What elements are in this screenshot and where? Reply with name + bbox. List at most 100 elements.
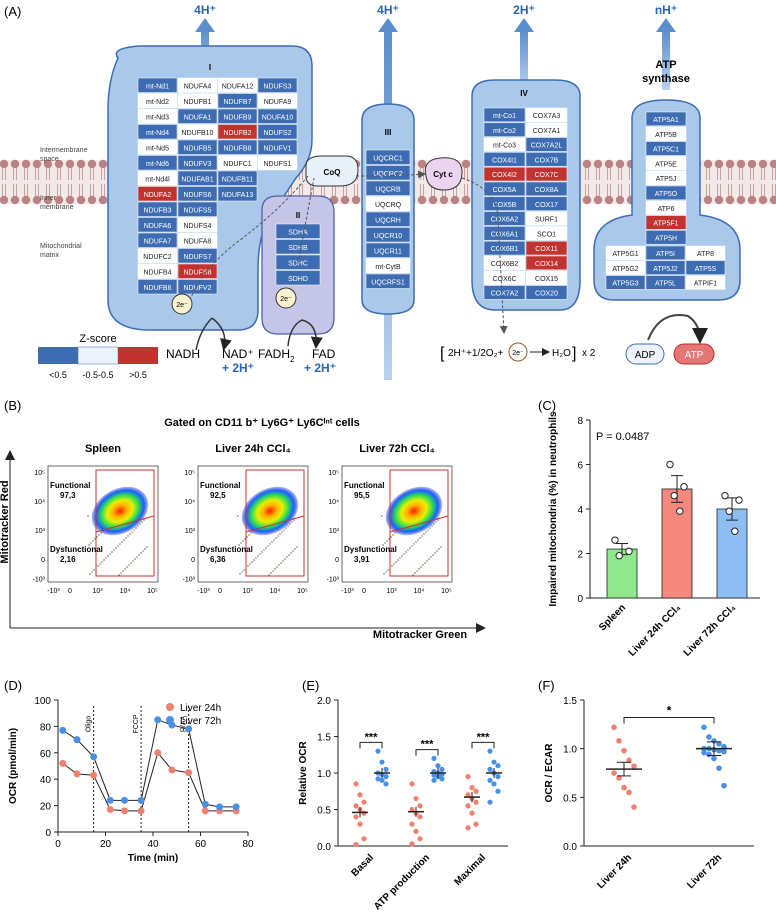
e-data-point bbox=[465, 774, 471, 780]
lipid-head bbox=[615, 195, 625, 205]
subunit-label: UQCRQ bbox=[375, 202, 402, 209]
c-y-tick-label: 4 bbox=[577, 505, 583, 516]
e-data-point bbox=[465, 825, 471, 831]
subunit-label: ATP5I bbox=[656, 251, 675, 258]
flow-event-dot bbox=[285, 527, 287, 529]
c-data-point bbox=[611, 536, 619, 544]
zscore-label-low: <0.5 bbox=[49, 370, 67, 380]
flow-event-dot bbox=[93, 569, 95, 571]
flow-y-tick: 10⁴ bbox=[184, 499, 195, 506]
f-data-point bbox=[716, 765, 722, 771]
subunit-label: COX5B bbox=[493, 202, 517, 209]
functional-label: Functional bbox=[50, 481, 90, 490]
flow-event-dot bbox=[247, 565, 249, 567]
subunit-cell bbox=[525, 255, 568, 271]
flow-event-dot bbox=[416, 570, 418, 572]
f-data-point bbox=[701, 749, 707, 756]
d-data-point bbox=[137, 807, 145, 815]
functional-label: Functional bbox=[344, 481, 384, 490]
subunit-cell bbox=[483, 226, 526, 241]
lipid-head bbox=[747, 159, 757, 169]
subunit-cell bbox=[645, 245, 686, 261]
d-injection-label: R/AA bbox=[181, 716, 188, 733]
proton-arrow-atp bbox=[662, 30, 670, 90]
subunit-label: NDUFS8 bbox=[183, 270, 211, 277]
subunit-label: COX8A bbox=[535, 187, 559, 194]
subunit-label: NDUFA4 bbox=[184, 84, 212, 91]
fadh2-proton-label: + 2H⁺ bbox=[304, 361, 336, 375]
fadh2-subscript: 2 bbox=[290, 355, 295, 364]
zscore-label-high: >0.5 bbox=[129, 370, 147, 380]
atp-pill bbox=[673, 343, 715, 365]
d-legend-swatch bbox=[166, 703, 174, 711]
subunit-cell bbox=[177, 155, 218, 171]
flow-event-dot bbox=[430, 556, 432, 558]
flow-xlabel: Mitotracker Green bbox=[373, 629, 467, 641]
subunit-cell bbox=[177, 108, 218, 124]
flow-x-tick: 10⁴ bbox=[120, 588, 131, 595]
flow-event-dot bbox=[127, 535, 129, 537]
reaction-bracket-left: [ bbox=[440, 345, 445, 362]
flow-event-dot bbox=[246, 536, 248, 538]
d-x-tick-label: 20 bbox=[100, 839, 112, 850]
reaction-electron-label: 2e⁻ bbox=[512, 350, 524, 357]
lipid-head bbox=[703, 159, 713, 169]
subunit-label: COX7C bbox=[534, 172, 558, 179]
subunit-label: mt-Co2 bbox=[493, 128, 516, 135]
flow-event-dot bbox=[237, 515, 239, 517]
lipid-head bbox=[54, 195, 64, 205]
d-data-point bbox=[154, 749, 162, 757]
c-y-tick-label: 8 bbox=[577, 416, 583, 427]
d-data-point bbox=[201, 800, 209, 808]
subunit-cell bbox=[483, 122, 526, 137]
lipid-head bbox=[21, 195, 31, 205]
lipid-head bbox=[725, 159, 735, 169]
e-y-tick-label: 1.0 bbox=[317, 769, 331, 780]
lipid-head bbox=[439, 195, 449, 205]
e-data-point bbox=[491, 781, 497, 787]
adp-pill bbox=[625, 343, 665, 365]
flow-plot-title: Liver 72h CCl₄ bbox=[359, 443, 435, 455]
subunit-label: COX6B1 bbox=[491, 246, 519, 253]
f-x-tick-label: Liver 24h bbox=[595, 852, 634, 891]
subunit-cell bbox=[137, 186, 178, 202]
subunit-label: NDUFB1 bbox=[183, 99, 211, 106]
subunit-label: ATP5H bbox=[655, 235, 677, 242]
subunit-cell bbox=[483, 166, 526, 182]
subunit-label: ATP5C1 bbox=[653, 147, 679, 154]
flow-event-dot bbox=[382, 544, 384, 546]
e-data-point bbox=[487, 766, 493, 772]
flow-y-tick: 10⁵ bbox=[328, 470, 339, 477]
subunit-label: NDUFS7 bbox=[183, 254, 211, 261]
flow-event-dot bbox=[282, 560, 284, 562]
lipid-head bbox=[87, 195, 97, 205]
electron-c2 bbox=[275, 287, 297, 309]
flow-event-dot bbox=[249, 563, 251, 565]
subunit-label: mt-Nd3 bbox=[146, 115, 169, 122]
flow-event-dot bbox=[403, 553, 405, 555]
flow-x-tick: 10⁵ bbox=[441, 588, 452, 595]
flow-event-dot bbox=[276, 566, 278, 568]
subunit-label: mt-Co1 bbox=[493, 113, 516, 120]
subunit-label: ATP5B bbox=[655, 132, 677, 139]
flow-density-cloud bbox=[91, 486, 149, 536]
flow-x-tick: 10⁴ bbox=[270, 588, 281, 595]
e-data-point bbox=[465, 792, 471, 798]
d-data-point bbox=[106, 806, 114, 814]
d-legend-label: Liver 24h bbox=[180, 703, 221, 714]
flow-event-dot bbox=[384, 542, 386, 544]
c-y-tick-label: 0 bbox=[577, 594, 583, 605]
d-y-tick-label: 0 bbox=[45, 828, 51, 839]
zscore-swatch-low bbox=[38, 347, 78, 364]
subunit-label: mt-Nd5 bbox=[146, 146, 169, 153]
subunit-label: COX7A3 bbox=[533, 113, 561, 120]
flow-event-dot bbox=[238, 544, 240, 546]
flow-event-dot bbox=[291, 521, 293, 523]
c-bar bbox=[716, 508, 748, 599]
dysfunctional-label: Dysfunctional bbox=[50, 545, 103, 554]
e-data-point bbox=[375, 776, 381, 782]
e-data-point bbox=[435, 763, 441, 769]
subunit-label: NDUFB6 bbox=[143, 285, 171, 292]
